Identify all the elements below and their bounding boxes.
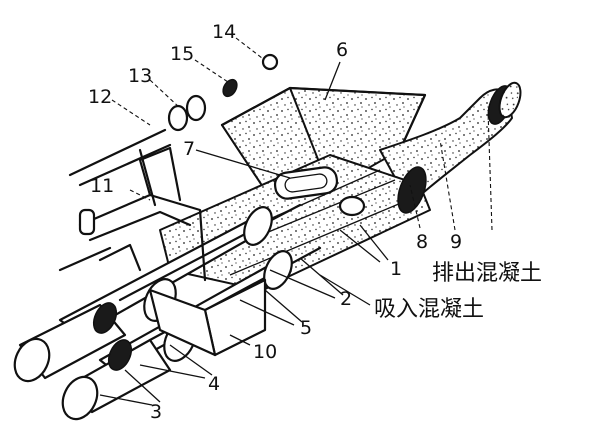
callout-5: 5: [300, 317, 312, 339]
swing-rod: [68, 53, 279, 207]
callout-10: 10: [253, 341, 277, 363]
callout-9: 9: [450, 231, 462, 253]
callout-1: 1: [390, 258, 402, 280]
callout-11: 11: [90, 175, 114, 197]
discharge-concrete-label: 排出混凝土: [432, 261, 542, 286]
callout-7: 7: [183, 138, 195, 160]
callout-2: 2: [340, 288, 352, 310]
callout-3: 3: [150, 401, 162, 423]
callout-4: 4: [208, 373, 220, 395]
swing-mechanism: [58, 146, 207, 282]
callout-6: 6: [336, 39, 348, 61]
hopper: [220, 86, 427, 191]
callout-15: 15: [170, 43, 194, 65]
suction-concrete-label: 吸入混凝土: [374, 297, 484, 322]
water-tank: [148, 278, 267, 357]
callout-8: 8: [416, 231, 428, 253]
callout-13: 13: [128, 65, 152, 87]
leader-lines: [99, 37, 493, 406]
s-valve: [273, 166, 366, 217]
callout-14: 14: [212, 21, 236, 43]
callout-labels: 14 15 6 13 12 7 11 8 9 1 2 5 10 4 3: [88, 21, 462, 423]
callout-12: 12: [88, 86, 112, 108]
hydraulic-cylinders: [13, 302, 172, 421]
